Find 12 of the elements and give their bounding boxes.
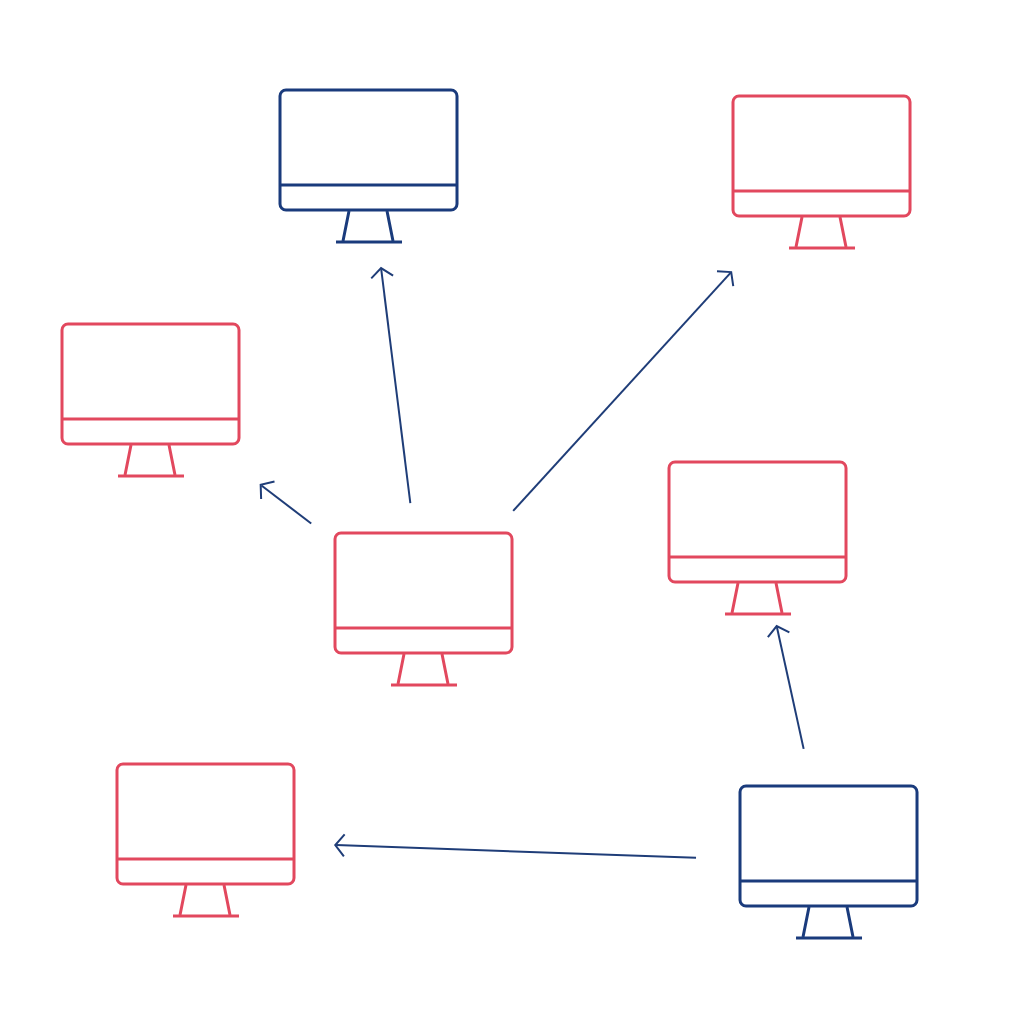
monitor-icon [667,460,848,616]
monitor-icon [278,88,459,244]
monitor-icon [60,322,241,478]
arrow [333,833,698,859]
arrow [259,480,313,525]
monitor-icon [738,784,919,940]
arrow [370,266,412,505]
monitor-icon [731,94,912,250]
arrow [512,270,735,512]
monitor-icon [115,762,296,918]
arrow [766,624,805,750]
monitor-icon [333,531,514,687]
